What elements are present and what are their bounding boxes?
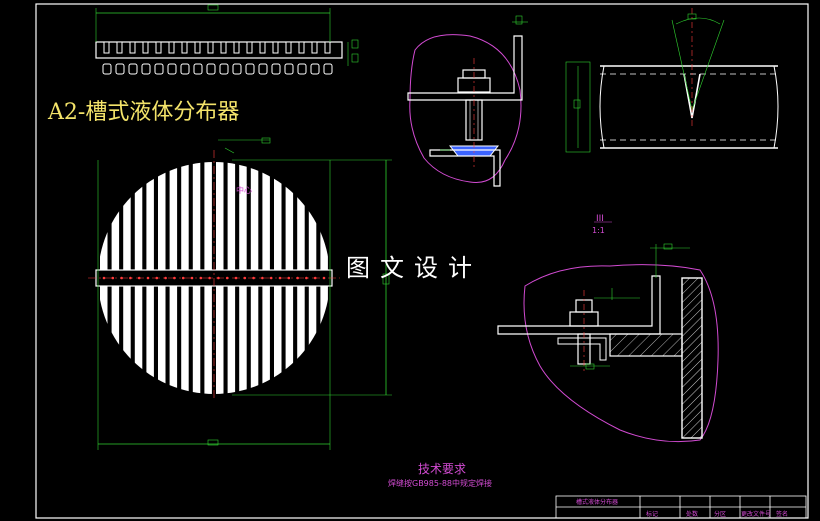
title-block-name: 槽式液体分布器 xyxy=(576,499,619,506)
sheet-border xyxy=(35,3,809,519)
detail-bolted-bracket xyxy=(407,15,528,187)
trough-elevation xyxy=(95,4,359,75)
tech-requirements-title: 技术要求 xyxy=(418,462,467,476)
title-block-cell: 标记 xyxy=(646,511,659,518)
title-block-cell: 分区 xyxy=(714,511,727,518)
tech-requirements-note: 焊缝按GB985-88中规定焊接 xyxy=(388,479,493,488)
distributor-plan-view xyxy=(88,137,392,450)
title-block-cell: 签名 xyxy=(776,511,789,518)
detail-v-notch xyxy=(565,8,779,153)
title-block xyxy=(555,495,807,519)
title-block-cell: 处数 xyxy=(686,511,699,518)
center-label: 中心 xyxy=(236,186,252,195)
watermark-text: 图文设计 xyxy=(346,254,482,282)
section-scale-label: 1:1 xyxy=(592,226,605,235)
title-block-cell: 更改文件号 xyxy=(741,511,772,518)
drawing-title: A2-槽式液体分布器 xyxy=(48,100,240,125)
detail-wall-support xyxy=(497,243,719,443)
section-view-label: III xyxy=(596,214,604,224)
